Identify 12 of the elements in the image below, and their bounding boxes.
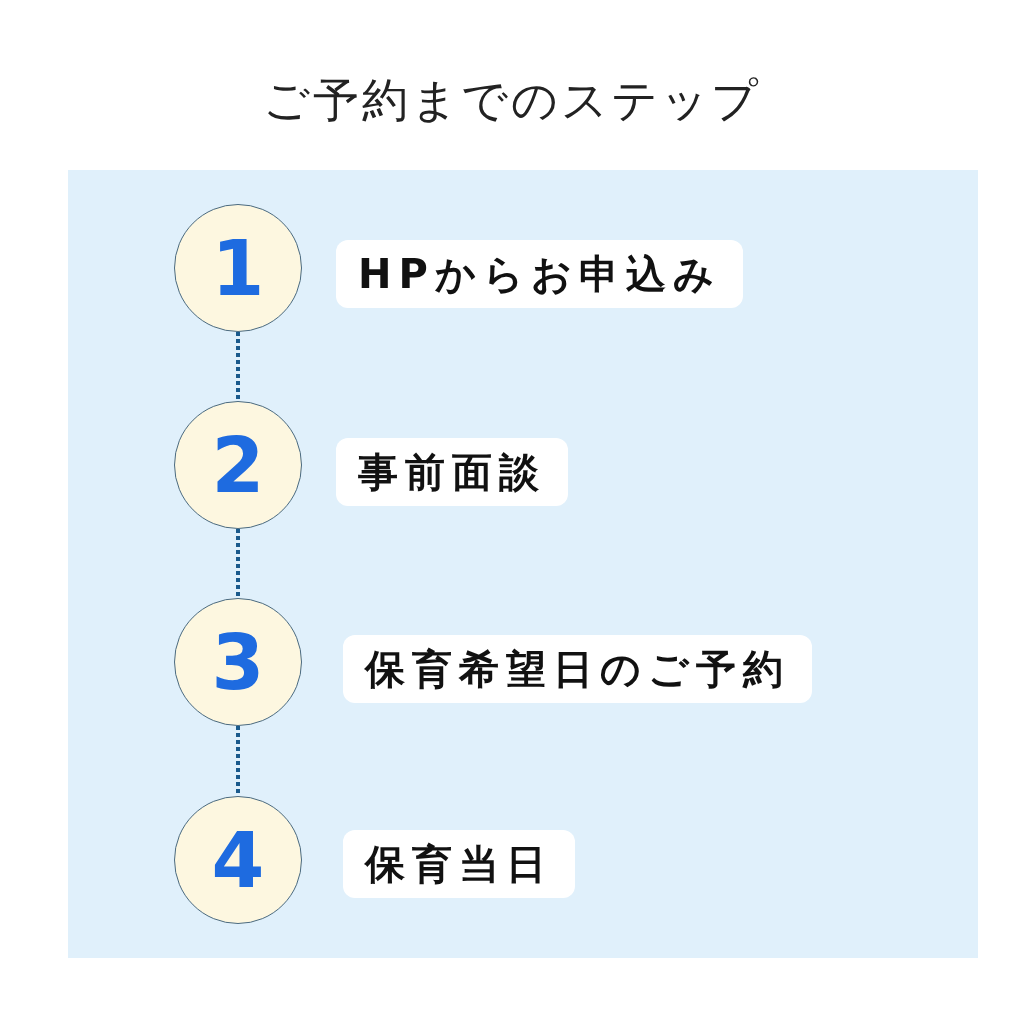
step-label: 事前面談 xyxy=(336,438,568,506)
step-label: HPからお申込み xyxy=(336,240,743,308)
title: ご予約までのステップ xyxy=(263,72,761,129)
step-number: 3 xyxy=(211,617,265,707)
dotted-connector xyxy=(236,332,240,401)
step-number: 1 xyxy=(211,223,265,313)
step-number: 2 xyxy=(211,420,265,510)
step-label: 保育当日 xyxy=(343,830,575,898)
step-label: 保育希望日のご予約 xyxy=(343,635,812,703)
dotted-connector xyxy=(236,726,240,796)
dotted-connector xyxy=(236,529,240,598)
step-number: 4 xyxy=(211,815,265,905)
